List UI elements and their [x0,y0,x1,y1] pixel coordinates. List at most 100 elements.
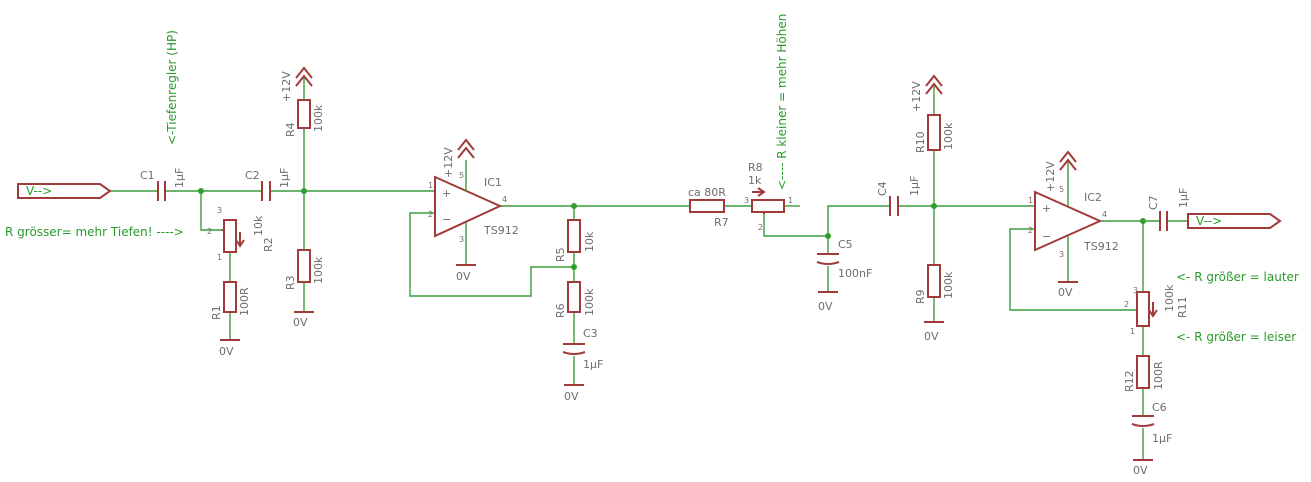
c5-name: C5 [838,238,853,251]
r8-name: R8 [748,161,763,174]
r2-pin-1: 1 [217,253,222,262]
r8-pin-1: 1 [788,196,793,205]
r2-name: R2 [262,237,275,252]
r3-value: 100k [312,256,325,284]
r7-value: ca 80R [688,186,726,199]
ground-c3: 0V [564,384,584,403]
gnd-label: 0V [1058,286,1073,299]
c7-value: 1µF [1177,188,1190,208]
ic2-value: TS912 [1083,240,1119,253]
ic1-pin-2: 2 [428,210,433,219]
c3-value: 1µF [583,358,603,371]
ic1-pin-3: 3 [459,235,464,244]
r9-value: 100k [942,271,955,299]
c4-value: 1µF [908,176,921,196]
vcc-label: +12V [910,81,923,112]
ic2-pin-4: 4 [1102,210,1107,219]
resistor-r12: R12 100R [1123,355,1165,392]
r8-pin-3: 3 [744,196,749,205]
ic1-plus: + [442,187,451,200]
vcc-symbol-r4: +12V [280,66,313,102]
vcc-symbol-r10: +12V [910,74,943,112]
r11-value: 100k [1163,284,1176,312]
r12-value: 100R [1152,361,1165,390]
resistor-r6: R6 100k [554,281,596,318]
ground-c5: 0V [818,291,838,313]
resistor-r3: R3 100k [284,249,325,290]
r11-pin-2: 2 [1124,300,1129,309]
r12-name: R12 [1123,370,1136,392]
junction-dot [825,233,831,239]
r7-name: R7 [714,216,729,229]
r5-name: R5 [554,247,567,262]
output-port: V--> [1187,213,1282,229]
gnd-label: 0V [818,300,833,313]
opamp-ic1: + − 1 2 4 5 3 IC1 TS912 [428,160,519,245]
potentiometer-r2: 3 2 1 R2 10k [207,206,275,262]
r4-name: R4 [284,122,297,137]
note-mehr-hoehen: <---- R kleiner = mehr Höhen [775,14,789,190]
ground-c6: 0V [1133,459,1153,477]
ground-r1: 0V [219,339,240,358]
resistor-r9: R9 100k [914,264,955,304]
opamp-ic2: + − 1 2 4 5 3 IC2 TS912 [1028,180,1119,259]
ic1-pin-5: 5 [459,171,464,180]
potentiometer-r11: 3 2 1 R11 100k [1124,284,1189,336]
r1-value: 100R [238,287,251,316]
resistor-r4: R4 100k [284,99,325,137]
input-port-label: V--> [26,184,52,198]
capacitor-c3: C3 1µF [562,327,603,371]
gnd-label: 0V [564,390,579,403]
ground-r3: 0V [293,311,314,329]
vcc-label: +12V [1044,161,1057,192]
note-tiefenregler: <-Tiefenregler (HP) [165,30,179,145]
r5-value: 10k [583,231,596,252]
ic2-pin-5: 5 [1059,185,1064,194]
ground-r9: 0V [924,321,944,343]
ic2-pin-3: 3 [1059,250,1064,259]
r1-name: R1 [210,305,223,320]
output-port-label: V--> [1196,214,1222,228]
r11-name: R11 [1176,296,1189,318]
gnd-label: 0V [456,270,471,283]
c5-value: 100nF [838,267,872,280]
c6-name: C6 [1152,401,1167,414]
ic1-name: IC1 [484,176,502,189]
wires [110,78,1188,460]
ic2-plus: + [1042,202,1051,215]
vcc-symbol-ic2: +12V [1044,150,1077,192]
r11-pin-3: 3 [1133,286,1138,295]
input-port: V--> [17,183,112,199]
r2-pin-3: 3 [217,206,222,215]
ground-ic2: 0V [1058,281,1078,299]
junction-dot [931,203,937,209]
ic2-minus: − [1042,230,1051,243]
ic2-pin-2: 2 [1028,226,1033,235]
r9-name: R9 [914,289,927,304]
r10-name: R10 [914,131,927,153]
ic2-name: IC2 [1084,191,1102,204]
ic1-value: TS912 [483,224,519,237]
r6-value: 100k [583,288,596,316]
c2-name: C2 [245,169,260,182]
capacitor-c2: C2 1µF [245,168,291,201]
vcc-label: +12V [442,147,455,178]
capacitor-c4: C4 1µF [876,176,921,216]
potentiometer-r8: 3 1 2 R8 1k [744,161,793,232]
r6-name: R6 [554,303,567,318]
c6-value: 1µF [1152,432,1172,445]
c2-value: 1µF [278,168,291,188]
ic2-pin-1: 1 [1028,196,1033,205]
junctions [198,188,1146,270]
gnd-label: 0V [219,345,234,358]
c4-name: C4 [876,181,889,196]
ground-ic1: 0V [456,264,476,283]
r8-pin-2: 2 [758,223,763,232]
r2-pin-2: 2 [207,227,212,236]
note-mehr-tiefen: R grösser= mehr Tiefen! ----> [5,225,184,239]
resistor-r5: R5 10k [554,219,596,262]
junction-dot [1140,218,1146,224]
r10-value: 100k [942,122,955,150]
r4-value: 100k [312,104,325,132]
